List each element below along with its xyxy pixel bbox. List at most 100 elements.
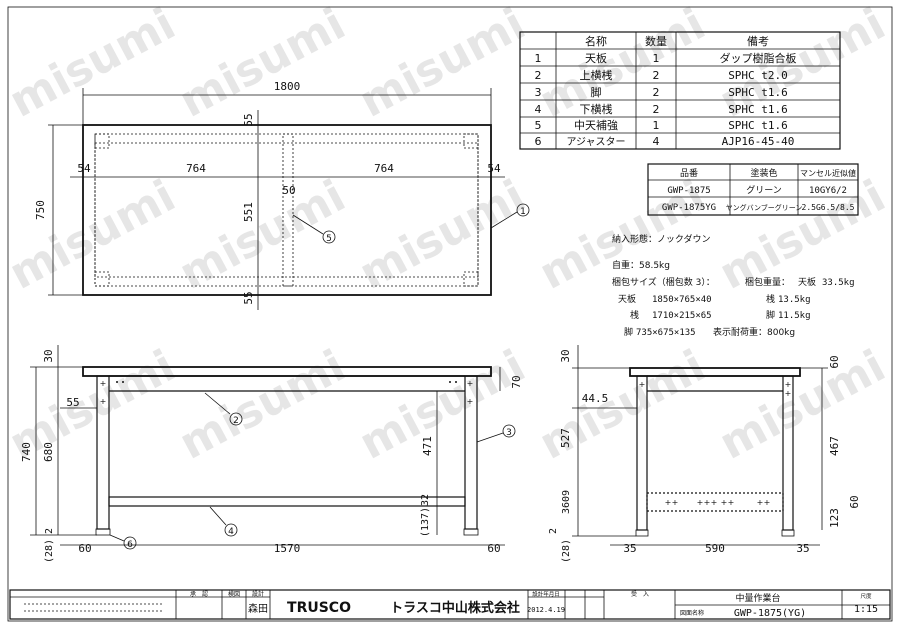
front-view: + + + + 30 740 680 2 (28) 55 70 471 32 (… — [20, 345, 523, 563]
parts-row-remarks: SPHC t1.6 — [728, 119, 788, 132]
dim-plan-right-offset: 54 — [487, 162, 501, 175]
dim-side-adj: 2 — [548, 528, 559, 534]
dim-side-adj2: (28) — [561, 539, 572, 563]
pack-item-name: 天板 — [618, 293, 636, 305]
watermark-text: misumi — [171, 0, 353, 128]
parts-row-no: 5 — [535, 119, 542, 132]
callout-3-label: 3 — [506, 428, 512, 438]
pack-item-weight-name: 脚 — [766, 310, 775, 321]
dim-front-leg-right: 60 — [487, 542, 500, 555]
parts-row-name: 上横桟 — [580, 68, 613, 82]
parts-row-remarks: AJP16-45-40 — [722, 135, 795, 148]
watermark-text: misumi — [351, 170, 533, 299]
callout-6 — [123, 536, 137, 550]
dim-side-h2: 9 — [561, 490, 572, 496]
svg-text:+: + — [467, 397, 474, 406]
dim-side-span: 590 — [705, 542, 725, 555]
svg-text:+: + — [665, 498, 672, 507]
parts-header-name: 名称 — [585, 34, 607, 48]
pack-item-name: 脚 — [624, 327, 633, 338]
dim-side-h3: 360 — [561, 496, 572, 514]
title-block-border — [9, 589, 891, 620]
watermark-text: misumi — [531, 0, 713, 128]
watermark-text: misumi — [711, 340, 893, 469]
dim-front-leg-left: 60 — [78, 542, 91, 555]
pack-item-weight-name: 天板 — [798, 276, 816, 288]
color-row-part: GWP-1875YG — [662, 203, 716, 213]
drawing-no-label: 図面名称 — [680, 609, 704, 617]
svg-text:+: + — [711, 498, 718, 507]
dim-front-lower-rail: 32 — [420, 494, 431, 506]
svg-text:+: + — [757, 498, 764, 507]
pack-item-weight: 13.5kg — [778, 295, 811, 305]
dim-side-top-gap: 60 — [828, 355, 841, 368]
design-label: 設計 — [252, 590, 264, 598]
svg-text:+: + — [785, 380, 792, 389]
callout-3 — [502, 424, 516, 438]
parts-table: 名称 数量 備考 1 天板 1 ダップ樹脂合板 2 上横桟 2 SPHC t2.… — [519, 31, 841, 150]
svg-text:+: + — [639, 380, 646, 389]
design-date: 2012.4.19 — [527, 606, 565, 614]
parts-row-qty: 1 — [653, 52, 660, 65]
svg-text:+: + — [697, 498, 704, 507]
callout-6-label: 6 — [127, 540, 133, 550]
parts-row-no: 3 — [535, 86, 542, 99]
dim-front-rail-h: 55 — [66, 396, 79, 409]
parts-row-remarks: SPHC t1.6 — [728, 103, 788, 116]
parts-row-remarks: SPHC t1.6 — [728, 86, 788, 99]
pack-item-weight: 11.5kg — [778, 311, 811, 321]
plan-center-reinforce — [282, 133, 294, 287]
dim-side-top-thk: 30 — [559, 349, 572, 362]
spec-notes: 納入形態：ノックダウン 自重：58.5kg 梱包サイズ（梱包数 3）： 梱包重量… — [612, 233, 855, 338]
side-adjuster-left — [635, 529, 649, 537]
color-table-border — [647, 163, 859, 216]
callout-4 — [224, 523, 238, 537]
parts-row-name: 下横桟 — [580, 102, 613, 116]
callout-4-label: 4 — [228, 527, 234, 537]
color-table: 品番 塗装色 マンセル近似値 GWP-1875 グリーン 10GY6/2 GWP… — [647, 163, 859, 216]
dim-front-top-thk: 30 — [42, 349, 55, 362]
dim-front-height: 740 — [20, 442, 33, 462]
parts-table-border — [519, 31, 841, 150]
svg-text:+: + — [728, 498, 735, 507]
parts-header-qty: 数量 — [645, 35, 667, 48]
dim-side-clear: 467 — [828, 436, 841, 456]
dim-plan-inner-depth: 551 — [242, 202, 255, 222]
watermark-text: misumi — [1, 0, 183, 128]
front-adjuster-left — [95, 528, 111, 536]
parts-row-qty: 2 — [653, 86, 660, 99]
svg-text:+: + — [100, 379, 107, 388]
color-header-munsell: マンセル近似値 — [800, 168, 856, 178]
dim-plan-top-rail: 55 — [242, 113, 255, 126]
svg-text:+: + — [721, 498, 728, 507]
watermark-text: misumi — [351, 0, 533, 128]
svg-text:+: + — [672, 498, 679, 507]
color-header-part: 品番 — [680, 167, 698, 179]
parts-row-name: 中天補強 — [574, 119, 618, 132]
parts-row-name: 天板 — [585, 51, 607, 65]
color-row-paint: グリーン — [746, 184, 782, 196]
dim-front-clear: 471 — [421, 436, 434, 456]
note-load: 表示耐荷重：800kg — [713, 326, 795, 338]
callout-5-label: 5 — [326, 234, 332, 244]
parts-row-qty: 2 — [653, 69, 660, 82]
parts-row-no: 6 — [535, 135, 542, 148]
parts-row-qty: 1 — [653, 119, 660, 132]
svg-text:+: + — [785, 389, 792, 398]
pack-item-name: 桟 — [630, 309, 639, 321]
svg-text:+: + — [100, 397, 107, 406]
parts-row-qty: 4 — [653, 135, 660, 148]
dim-plan-bottom-rail: 55 — [242, 291, 255, 304]
callout-1-label: 1 — [520, 207, 526, 217]
parts-row-name: アジャスター — [566, 136, 625, 148]
callout-2-label: 2 — [233, 416, 239, 426]
side-view: + + + + + + + + + + + + 30 44.5 527 9 36… — [548, 345, 861, 563]
side-adjuster-right — [781, 529, 795, 537]
pack-item-size: 735×675×135 — [636, 328, 696, 338]
watermark-text: misumi — [1, 170, 183, 299]
entry-label: 受 入 — [631, 590, 649, 598]
dim-side-lower-h: 123 — [828, 508, 841, 528]
front-adjuster-right — [463, 528, 479, 536]
watermark-text: misumi — [351, 340, 533, 469]
pack-item-weight-name: 桟 — [766, 293, 775, 305]
